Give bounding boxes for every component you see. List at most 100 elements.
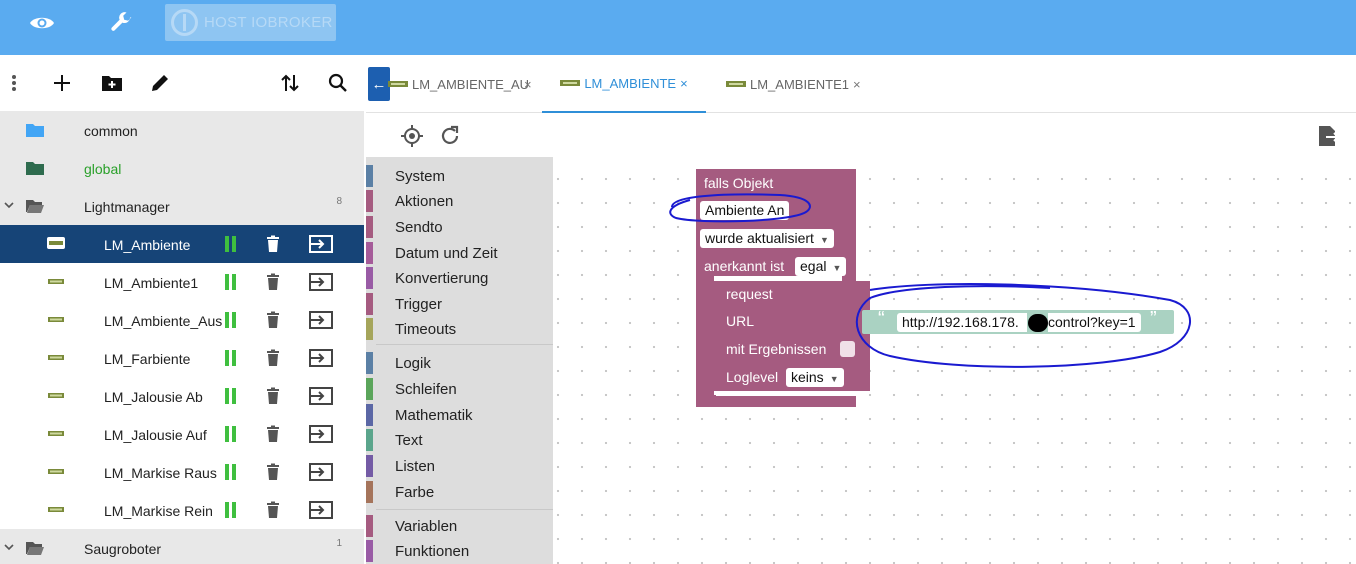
category-label: Konvertierung (395, 269, 489, 287)
results-checkbox[interactable] (840, 341, 855, 357)
script-row[interactable]: LM_Ambiente_Aus (0, 301, 364, 339)
export-script-icon[interactable] (308, 386, 334, 406)
toolbox-category[interactable]: Farbe (366, 480, 553, 504)
toolbox-category[interactable]: Trigger (366, 292, 553, 316)
script-row[interactable]: LM_Ambiente (0, 225, 364, 263)
pause-icon[interactable] (224, 274, 238, 290)
collapse-panel-button[interactable]: ← (368, 67, 390, 101)
script-row[interactable]: LM_Farbiente (0, 339, 364, 377)
folder-count: 8 (336, 196, 342, 207)
close-icon[interactable]: × (680, 75, 688, 91)
close-icon[interactable]: × (524, 76, 532, 92)
event-dropdown[interactable]: wurde aktualisiert▼ (700, 229, 834, 248)
toolbox-category[interactable]: Funktionen (366, 539, 553, 563)
folder-common[interactable]: common (0, 111, 364, 149)
request-block[interactable] (714, 281, 870, 391)
refresh-icon[interactable] (438, 124, 462, 148)
export-script-icon[interactable] (308, 310, 334, 330)
script-row[interactable]: LM_Ambiente1 (0, 263, 364, 301)
blockly-script-icon (47, 237, 65, 249)
toolbox-category[interactable]: Schleifen (366, 377, 553, 401)
url-field-end[interactable]: control?key=1 (1048, 313, 1141, 332)
toolbox-category[interactable]: Datum und Zeit (366, 241, 553, 265)
locate-icon[interactable] (400, 124, 424, 148)
object-field[interactable]: Ambiente An (700, 201, 790, 220)
tab-lm-ambiente[interactable]: LM_AMBIENTE × (542, 55, 706, 113)
loglevel-dropdown[interactable]: keins▼ (786, 368, 844, 387)
pause-icon[interactable] (224, 464, 238, 480)
category-label: Trigger (395, 295, 442, 313)
delete-icon[interactable] (264, 463, 282, 481)
close-icon[interactable]: × (852, 76, 861, 92)
toolbox-category[interactable]: Listen (366, 454, 553, 478)
export-icon[interactable] (1316, 124, 1340, 148)
toolbox-category[interactable]: Sendto (366, 215, 553, 239)
pause-icon[interactable] (224, 426, 238, 442)
toolbox-category[interactable]: Text (366, 428, 553, 452)
export-script-icon[interactable] (308, 462, 334, 482)
delete-icon[interactable] (264, 501, 282, 519)
eye-icon[interactable] (24, 9, 60, 37)
export-script-icon[interactable] (308, 424, 334, 444)
category-label: Mathematik (395, 406, 473, 424)
pause-icon[interactable] (224, 236, 238, 252)
trigger-block[interactable] (696, 169, 856, 407)
sort-icon[interactable] (276, 69, 304, 97)
script-row[interactable]: LM_Jalousie Ab (0, 377, 364, 415)
export-script-icon[interactable] (308, 272, 334, 292)
folder-lightmanager[interactable]: Lightmanager 8 (0, 187, 364, 225)
folder-saugroboter[interactable]: Saugroboter 1 (0, 529, 364, 564)
delete-icon[interactable] (264, 273, 282, 291)
toolbox-category[interactable]: System (366, 164, 553, 188)
tab-lm-ambiente-aus[interactable]: LM_AMBIENTE_AUS × (388, 55, 548, 113)
pause-icon[interactable] (224, 502, 238, 518)
host-label: HOST IOBROKER (204, 14, 333, 31)
toolbox-category[interactable]: Aktionen (366, 189, 553, 213)
toolbox-category[interactable]: Mathematik (366, 403, 553, 427)
chevron-down-icon[interactable] (3, 199, 15, 211)
delete-icon[interactable] (264, 235, 282, 253)
search-icon[interactable] (324, 69, 352, 97)
url-field[interactable]: http://192.168.178. (897, 313, 1027, 332)
category-label: Funktionen (395, 542, 470, 560)
delete-icon[interactable] (264, 425, 282, 443)
category-color-bar (366, 455, 373, 477)
delete-icon[interactable] (264, 311, 282, 329)
toolbox-separator (376, 344, 553, 345)
toolbox-category[interactable]: Timeouts (366, 317, 553, 341)
tab-label: LM_AMBIENTE (584, 75, 677, 91)
add-icon[interactable] (48, 69, 76, 97)
script-row[interactable]: LM_Markise Raus (0, 453, 364, 491)
toolbox-category[interactable]: Variablen (366, 514, 553, 538)
script-row[interactable]: LM_Jalousie Auf (0, 415, 364, 453)
blockly-script-icon (48, 317, 64, 322)
export-script-icon[interactable] (308, 234, 334, 254)
tab-lm-ambiente1[interactable]: LM_AMBIENTE1 × (726, 55, 876, 113)
export-script-icon[interactable] (308, 348, 334, 368)
pause-icon[interactable] (224, 350, 238, 366)
more-vert-icon[interactable] (0, 69, 28, 97)
edit-icon[interactable] (146, 69, 174, 97)
editor-tabs: ← LM_AMBIENTE_AUS × LM_AMBIENTE × LM_AMB… (366, 55, 1356, 113)
chevron-down-icon[interactable] (3, 541, 15, 553)
category-color-bar (366, 352, 373, 374)
script-tree: common global Lightmanager 8 LM_Ambiente… (0, 111, 364, 564)
pause-icon[interactable] (224, 388, 238, 404)
wrench-icon[interactable] (103, 9, 139, 37)
export-script-icon[interactable] (308, 500, 334, 520)
create-folder-icon[interactable] (98, 69, 126, 97)
folder-global[interactable]: global (0, 149, 364, 187)
pause-icon[interactable] (224, 312, 238, 328)
host-selector[interactable]: HOST IOBROKER (165, 4, 336, 41)
delete-icon[interactable] (264, 387, 282, 405)
toolbox-category[interactable]: Konvertierung (366, 266, 553, 290)
script-label: LM_Jalousie Auf (104, 427, 207, 443)
toolbox-category[interactable]: Logik (366, 351, 553, 375)
ack-dropdown[interactable]: egal▼ (795, 257, 847, 276)
script-row[interactable]: LM_Markise Rein (0, 491, 364, 529)
category-color-bar (366, 267, 373, 289)
delete-icon[interactable] (264, 349, 282, 367)
app-header: HOST IOBROKER (0, 0, 1356, 55)
